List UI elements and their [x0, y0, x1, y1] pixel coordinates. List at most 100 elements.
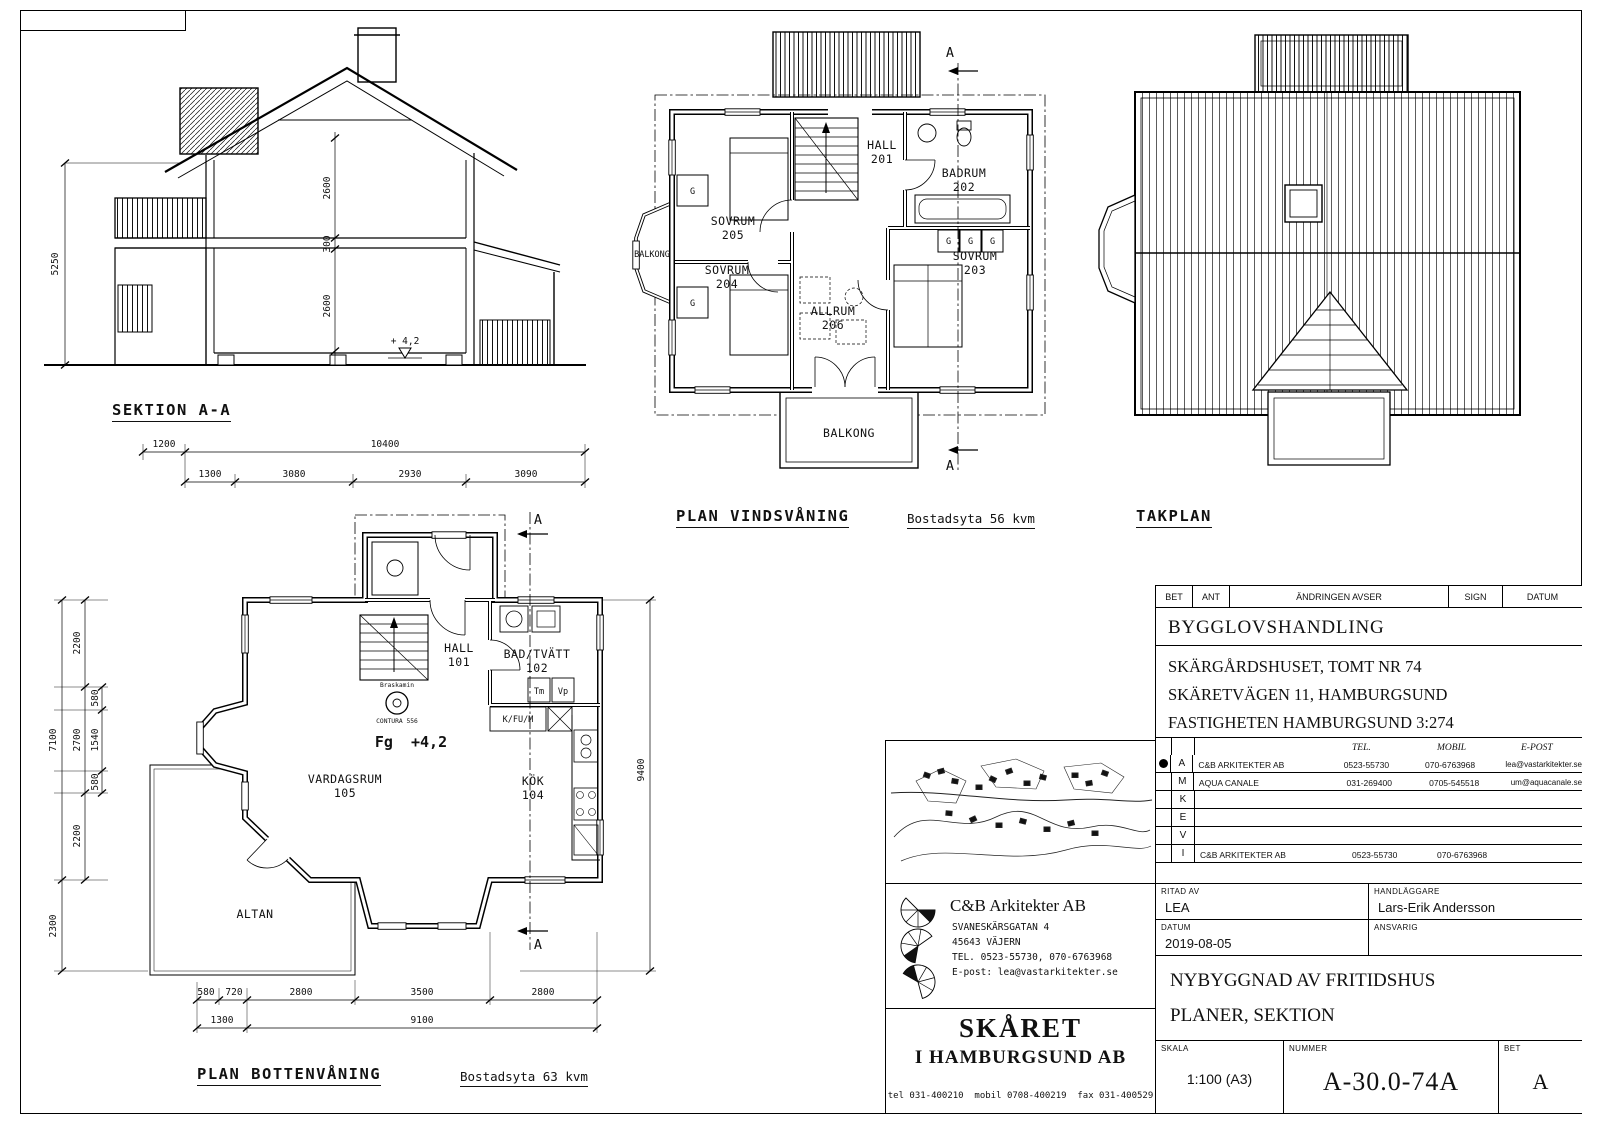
drawing-description: NYBYGGNAD AV FRITIDSHUS PLANER, SEKTION — [1156, 956, 1582, 1041]
section-marker-top: A — [534, 512, 542, 528]
description-line-2: PLANER, SEKTION — [1170, 1005, 1335, 1026]
section-structure — [44, 27, 586, 366]
ground-dimensions: 7100 2300 2200 2700 2200 580 1540 580 94… — [48, 595, 656, 1033]
consultant-name — [1195, 809, 1350, 826]
dim-5250: 5250 — [50, 252, 61, 275]
header-epost: E-POST — [1521, 743, 1553, 753]
dim-580c: 580 — [197, 987, 214, 998]
ground-windows — [196, 531, 604, 930]
chimney-top-view — [1284, 184, 1323, 223]
dim-3090: 3090 — [515, 469, 538, 480]
label-braskamin: Braskamin — [380, 682, 414, 689]
consultant-code: I — [1171, 845, 1195, 862]
document-type: BYGGLOVSHANDLING — [1156, 608, 1582, 646]
skala-label: SKALA — [1161, 1044, 1189, 1053]
room-label-sovrum205: SOVRUM — [711, 214, 756, 228]
dim-9400: 9400 — [636, 758, 647, 781]
room-label-sovrum204: SOVRUM — [705, 263, 750, 277]
consultant-mobil: 0705-545518 — [1429, 778, 1480, 788]
balcony-top — [772, 31, 921, 98]
spiral-stair-logo-icon — [896, 897, 942, 1002]
project-line-3: FASTIGHETEN HAMBURGSUND 3:274 — [1168, 713, 1454, 732]
rev-header-andringen: ÄNDRINGEN AVSER — [1230, 586, 1449, 607]
roof-plan-title: TAKPLAN — [1136, 507, 1212, 528]
consultant-table-header: TEL. MOBIL E-POST — [1156, 738, 1582, 755]
consultant-mobil: 070-6763968 — [1437, 850, 1488, 860]
label-balkong-left: BALKONG — [634, 250, 670, 260]
nummer-label: NUMMER — [1289, 1044, 1328, 1053]
consultant-mobil — [1435, 827, 1519, 844]
dim-10400: 10400 — [371, 439, 400, 450]
project-identification: SKÄRGÅRDSHUSET, TOMT NR 74 SKÄRETVÄGEN 1… — [1156, 646, 1582, 738]
consultant-epost — [1519, 845, 1582, 862]
attic-stair — [794, 117, 859, 201]
dim-2200b: 2200 — [72, 824, 83, 847]
attic-walls — [669, 109, 1033, 393]
consultant-tel: 0523-55730 — [1352, 850, 1398, 860]
section-drawing: + 4,2 5250 2600 300 2600 1200 10400 — [44, 27, 590, 488]
consultant-epost: lea@vastarkitekter.se — [1505, 760, 1582, 769]
consultant-row: E — [1156, 809, 1582, 827]
dim-2600-lower: 2600 — [322, 294, 333, 317]
section-marker-top: A — [946, 45, 954, 61]
consultant-code: E — [1171, 809, 1195, 826]
consultant-name: AQUA CANALE — [1198, 778, 1259, 788]
datum-label: DATUM — [1161, 923, 1191, 932]
site-map-sketch — [890, 758, 1153, 862]
rev-header-bet: BET — [1156, 586, 1193, 607]
plan-top-dimension-chain: 1200 10400 1300 3080 2930 3090 — [138, 439, 590, 488]
rev-header-ant: ANT — [1193, 586, 1230, 607]
consultant-tel — [1350, 809, 1435, 826]
consultant-code: M — [1170, 773, 1194, 790]
consultant-row: M AQUA CANALE 031-269400 0705-545518 um@… — [1156, 773, 1582, 791]
architect-phone: TEL. 0523-55730, 070-6763968 — [952, 952, 1113, 963]
dim-3500: 3500 — [411, 987, 434, 998]
room-label-bad: BAD/TVÄTT — [504, 646, 571, 661]
section-marker-bottom: A — [534, 937, 542, 953]
rev-header-datum: DATUM — [1526, 592, 1559, 602]
dim-1300b: 1300 — [211, 1015, 234, 1026]
rev-header-sign: SIGN — [1449, 586, 1503, 607]
room-no-hall: 201 — [871, 152, 893, 166]
dim-2200a: 2200 — [72, 631, 83, 654]
ground-section-line — [517, 512, 548, 950]
room-label-kok: KÖK — [522, 772, 544, 788]
room-no-kok: 104 — [522, 788, 544, 802]
floor-level-text: Fg +4,2 — [375, 733, 447, 751]
datum-value: 2019-08-05 — [1165, 936, 1232, 951]
architect-email: E-post: lea@vastarkitekter.se — [952, 967, 1118, 978]
attic-floor-plan: A A HALL 201 BADRUM 202 SOVRUM 205 SOVRU… — [632, 31, 1046, 474]
architect-address-1: SVANESKÄRSGATAN 4 — [952, 922, 1050, 933]
consultant-row: A C&B ARKITEKTER AB 0523-55730 070-67639… — [1156, 755, 1582, 773]
consultant-epost: um@aquacanale.se — [1510, 778, 1583, 787]
dim-1540: 1540 — [90, 728, 101, 751]
room-label-altan: ALTAN — [236, 907, 273, 921]
consultant-row: K — [1156, 791, 1582, 809]
consultant-tel — [1350, 791, 1435, 808]
handlaggare-label: HANDLÄGGARE — [1374, 887, 1440, 896]
ansvarig-label: ANSVARIG — [1374, 923, 1418, 932]
roof-balcony-bottom — [1267, 391, 1391, 466]
dim-2700: 2700 — [72, 728, 83, 751]
room-label-hall: HALL — [867, 138, 897, 152]
room-no-sovrum204: 204 — [716, 277, 738, 291]
room-label-badrum: BADRUM — [942, 166, 987, 180]
selected-revision-dot — [1159, 759, 1168, 768]
scale-number-row: SKALA 1:100 (A3) NUMMER A-30.0-74A BET A — [1156, 1041, 1582, 1114]
room-no-sovrum203: 203 — [964, 263, 986, 277]
consultant-tel: 031-269400 — [1346, 778, 1392, 788]
consultant-epost — [1519, 791, 1582, 808]
dim-580a: 580 — [90, 689, 101, 706]
architect-info: C&B Arkitekter AB SVANESKÄRSGATAN 4 4564… — [886, 884, 1156, 1009]
roof-plan-drawing — [1098, 34, 1521, 466]
room-no-allrum: 206 — [822, 318, 844, 332]
header-tel: TEL. — [1352, 743, 1371, 753]
label-kfum: K/FU/M — [503, 715, 534, 725]
architect-name: C&B Arkitekter AB — [950, 896, 1086, 915]
ground-room-labels: HALL 101 BAD/TVÄTT 102 KÖK 104 VARDAGSRU… — [236, 641, 571, 921]
ground-floor-plan: A A HALL 101 BAD/TVÄTT 102 KÖK 104 VARDA… — [48, 512, 656, 1033]
dim-3080: 3080 — [283, 469, 306, 480]
consultant-table: TEL. MOBIL E-POST A C&B ARKITEKTER AB 05… — [1156, 738, 1582, 884]
consultant-mobil: 070-6763968 — [1425, 760, 1476, 770]
header-mobil: MOBIL — [1437, 743, 1467, 753]
